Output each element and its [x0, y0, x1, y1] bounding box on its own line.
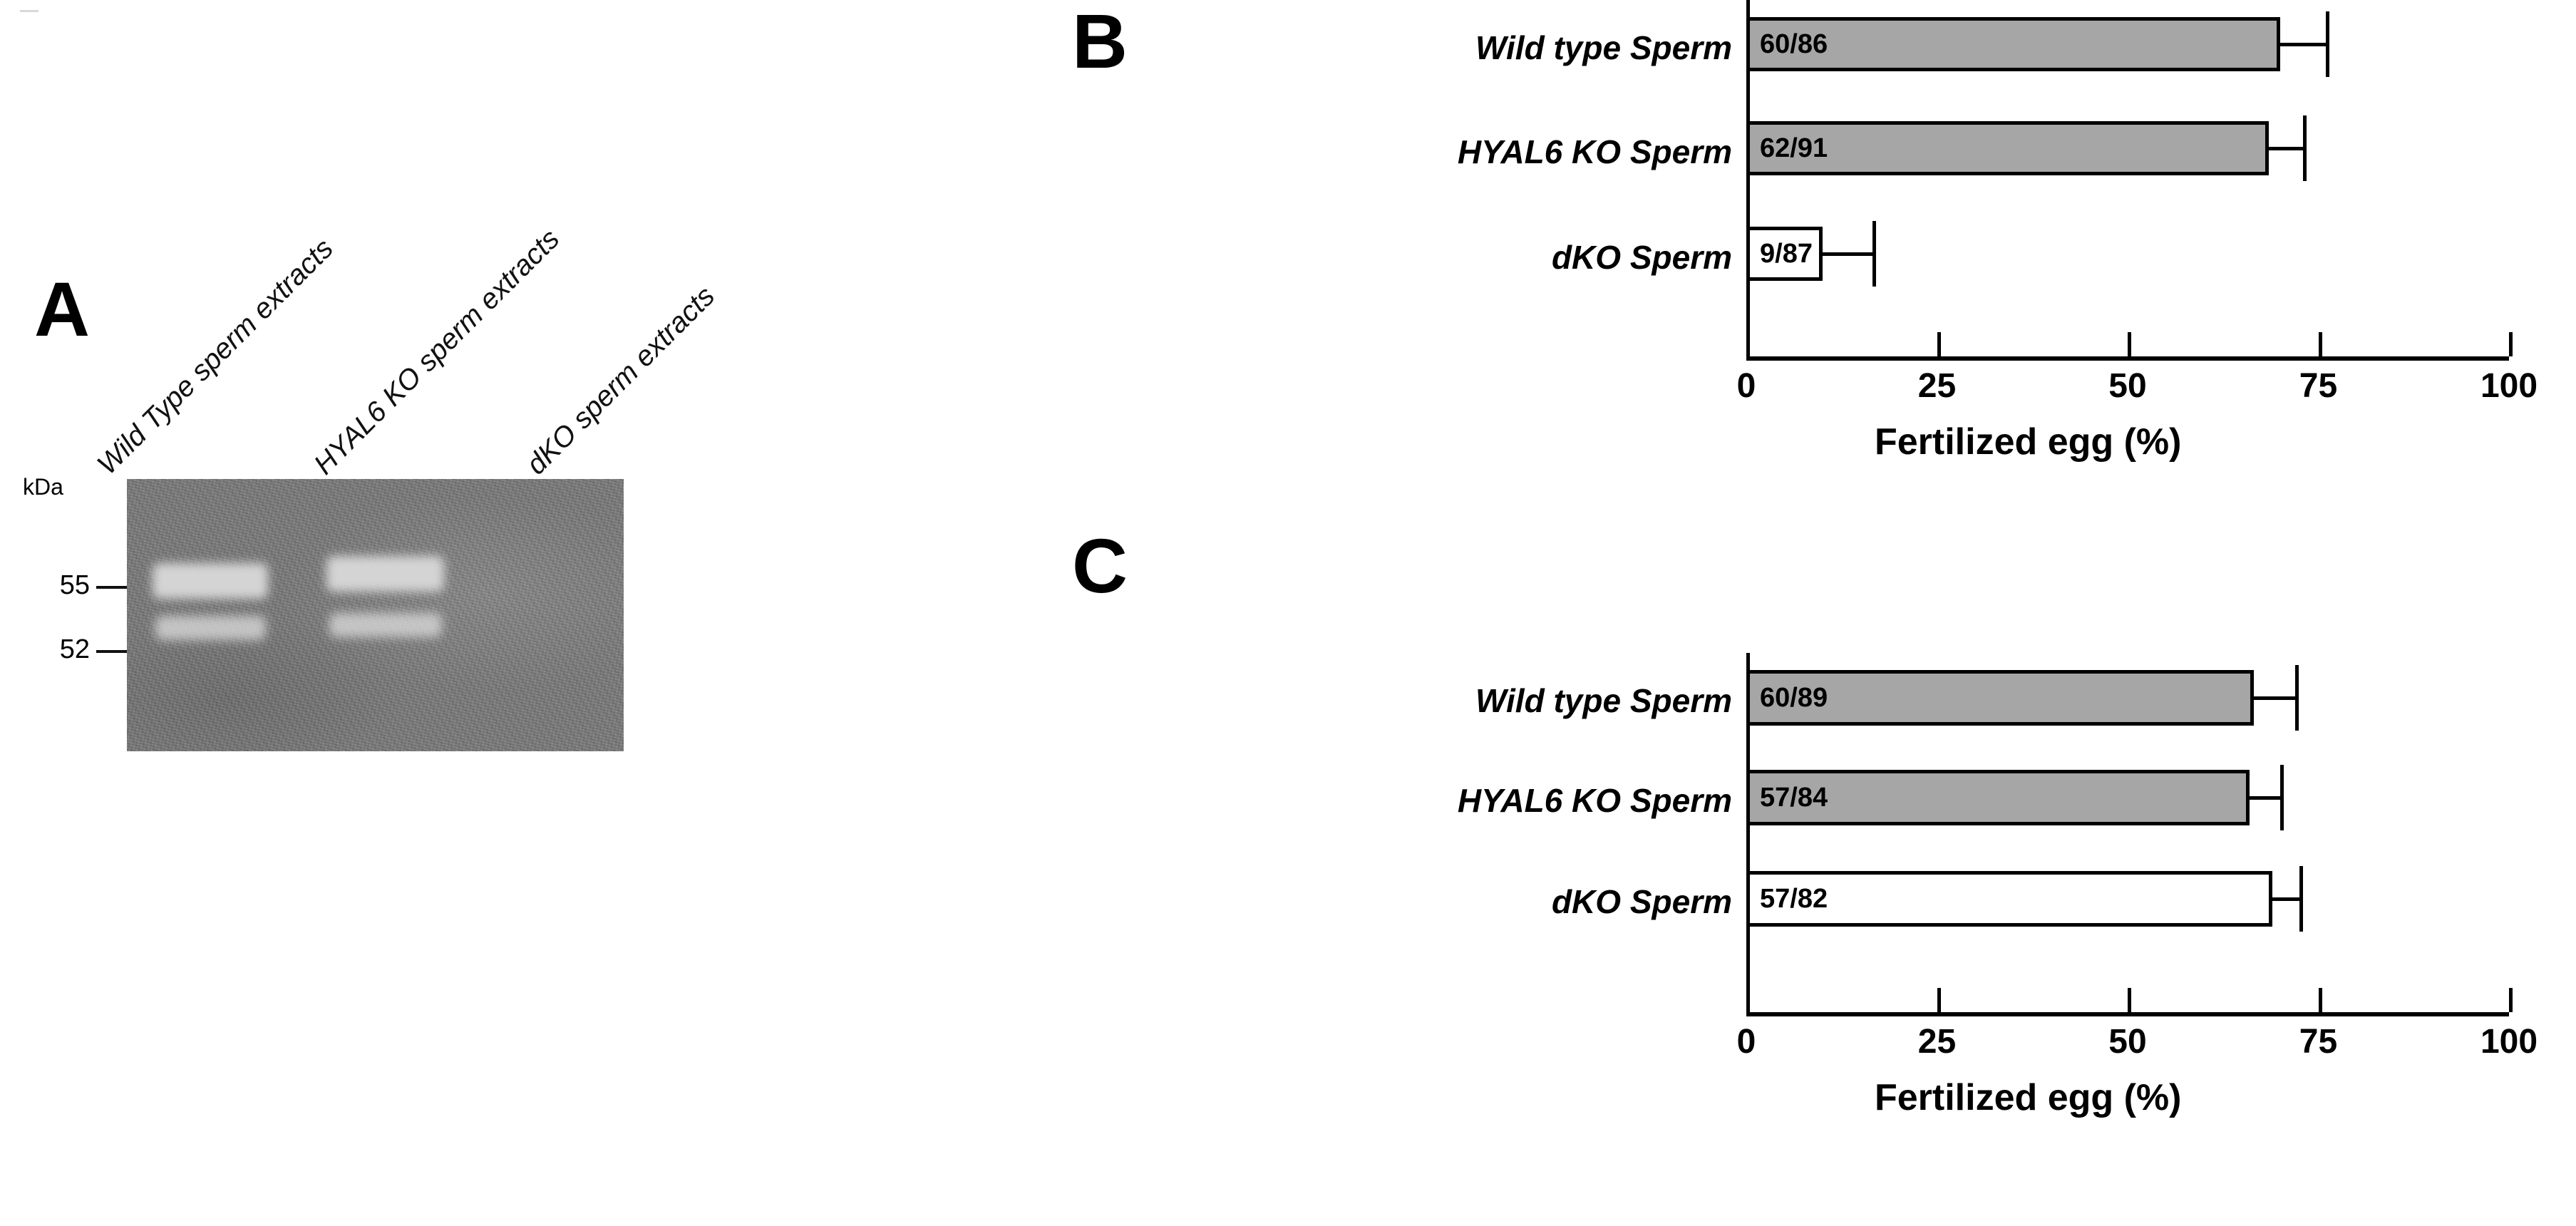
blot-band-lane2-55: [326, 556, 444, 592]
x-axis-title: Fertilized egg (%): [1875, 421, 2182, 463]
x-axis-tick-label: 50: [2108, 367, 2147, 405]
category-label: HYAL6 KO Sperm: [1457, 782, 1732, 819]
x-axis-tick-label: 75: [2299, 1023, 2338, 1061]
x-axis-tick-label: 25: [1917, 367, 1957, 405]
bar-value-label: 9/87: [1760, 238, 1813, 269]
error-bar-stem: [2250, 796, 2280, 800]
lane-label-hyal6-ko: HYAL6 KO sperm extracts: [308, 223, 566, 481]
error-bar-cap: [2303, 115, 2307, 181]
x-axis-tick-label: 50: [2108, 1023, 2147, 1061]
bar-value-label: 62/91: [1760, 133, 1828, 163]
category-label: HYAL6 KO Sperm: [1457, 133, 1732, 170]
bar-value-label: 57/84: [1760, 782, 1828, 813]
error-bar-cap: [2299, 866, 2303, 932]
x-axis-tick-label: 0: [1736, 1023, 1756, 1061]
x-axis-tick: [2318, 332, 2322, 356]
error-bar-stem: [1823, 252, 1872, 256]
panel-a-letter: A: [34, 266, 90, 352]
x-axis-tick: [2509, 332, 2513, 356]
blot-band-lane1-55: [153, 563, 268, 599]
mw-tick-55: [96, 586, 129, 589]
lane-label-wild-type: Wild Type sperm extracts: [91, 232, 339, 481]
error-bar-stem: [2272, 897, 2299, 901]
bar: 62/91: [1746, 121, 2269, 175]
bar: 57/82: [1746, 871, 2273, 927]
error-bar-cap: [2326, 11, 2330, 77]
panel-b-letter: B: [1072, 0, 1128, 84]
x-axis-tick: [1746, 332, 1750, 356]
category-label: Wild type Sperm: [1475, 29, 1732, 66]
x-axis-tick-label: 0: [1736, 367, 1756, 405]
category-label: dKO Sperm: [1551, 883, 1732, 920]
x-axis-tick-label: 100: [2480, 1023, 2538, 1061]
x-axis-tick-label: 75: [2299, 367, 2338, 405]
x-axis-tick-label: 25: [1917, 1023, 1957, 1061]
y-axis-spine: [1746, 653, 1750, 1012]
mw-marker-52: 52: [59, 634, 90, 664]
x-axis-line: [1746, 356, 2509, 361]
bar: 57/84: [1746, 770, 2250, 825]
bar: 9/87: [1746, 227, 1823, 281]
bar-value-label: 57/82: [1760, 883, 1828, 914]
error-bar-cap: [2295, 665, 2299, 731]
x-axis-tick: [1746, 988, 1750, 1012]
error-bar-cap: [1872, 221, 1876, 287]
panel-a-western-blot: A Wild Type sperm extracts HYAL6 KO sper…: [0, 0, 1034, 855]
western-blot-image: [127, 479, 624, 751]
x-axis-tick: [1937, 988, 1941, 1012]
x-axis-tick: [2318, 988, 2322, 1012]
category-label: dKO Sperm: [1551, 239, 1732, 276]
corner-artifact: [20, 10, 38, 12]
bar-value-label: 60/89: [1760, 682, 1828, 713]
x-axis-tick: [2128, 332, 2131, 356]
error-bar-cap: [2280, 765, 2284, 830]
error-bar-stem: [2268, 147, 2304, 150]
bar: 60/86: [1746, 17, 2280, 71]
blot-band-lane2-52: [329, 613, 442, 637]
x-axis-line: [1746, 1012, 2509, 1016]
kda-unit-label: kDa: [23, 474, 63, 500]
bar-value-label: 60/86: [1760, 29, 1828, 59]
x-axis-tick: [2509, 988, 2513, 1012]
x-axis-title: Fertilized egg (%): [1875, 1077, 2182, 1118]
error-bar-stem: [2280, 43, 2327, 46]
error-bar-stem: [2253, 696, 2296, 700]
bar: 60/89: [1746, 670, 2254, 726]
mw-marker-55: 55: [59, 570, 90, 600]
panel-c-letter: C: [1072, 522, 1128, 609]
category-label: Wild type Sperm: [1475, 682, 1732, 719]
x-axis-tick-label: 100: [2480, 367, 2538, 405]
x-axis-tick: [1937, 332, 1941, 356]
lane-label-dko: dKO sperm extracts: [520, 280, 721, 481]
blot-band-lane1-52: [155, 616, 266, 640]
mw-tick-52: [96, 650, 129, 653]
y-axis-spine: [1746, 0, 1750, 356]
x-axis-tick: [2128, 988, 2131, 1012]
